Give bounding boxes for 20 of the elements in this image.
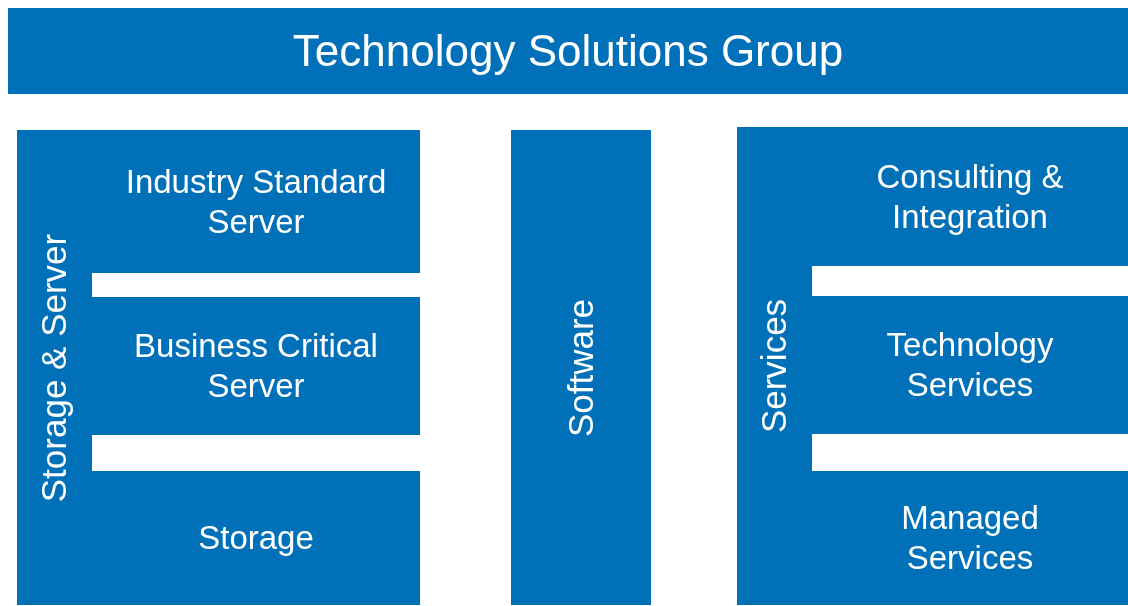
unit-label: Industry Standard Server (124, 161, 388, 242)
unit-box (92, 130, 420, 273)
category-label: Storage & Server (33, 233, 75, 502)
unit-box (92, 297, 420, 435)
unit-label: Storage (198, 518, 314, 558)
unit-box (92, 471, 420, 605)
category-bar (511, 130, 651, 605)
category-label: Software (560, 298, 601, 437)
unit-box (812, 471, 1128, 605)
category-bar (737, 127, 812, 605)
unit-label: Consulting & Integration (875, 156, 1065, 237)
category-label: Services (753, 298, 795, 434)
title-text: Technology Solutions Group (292, 24, 844, 77)
unit-box (812, 296, 1128, 434)
title-banner (8, 8, 1128, 94)
category-bar (17, 130, 92, 605)
unit-label: Business Critical Server (133, 326, 379, 406)
unit-box (812, 127, 1128, 266)
unit-label: Technology Services (885, 325, 1055, 405)
unit-label: Managed Services (900, 498, 1040, 578)
